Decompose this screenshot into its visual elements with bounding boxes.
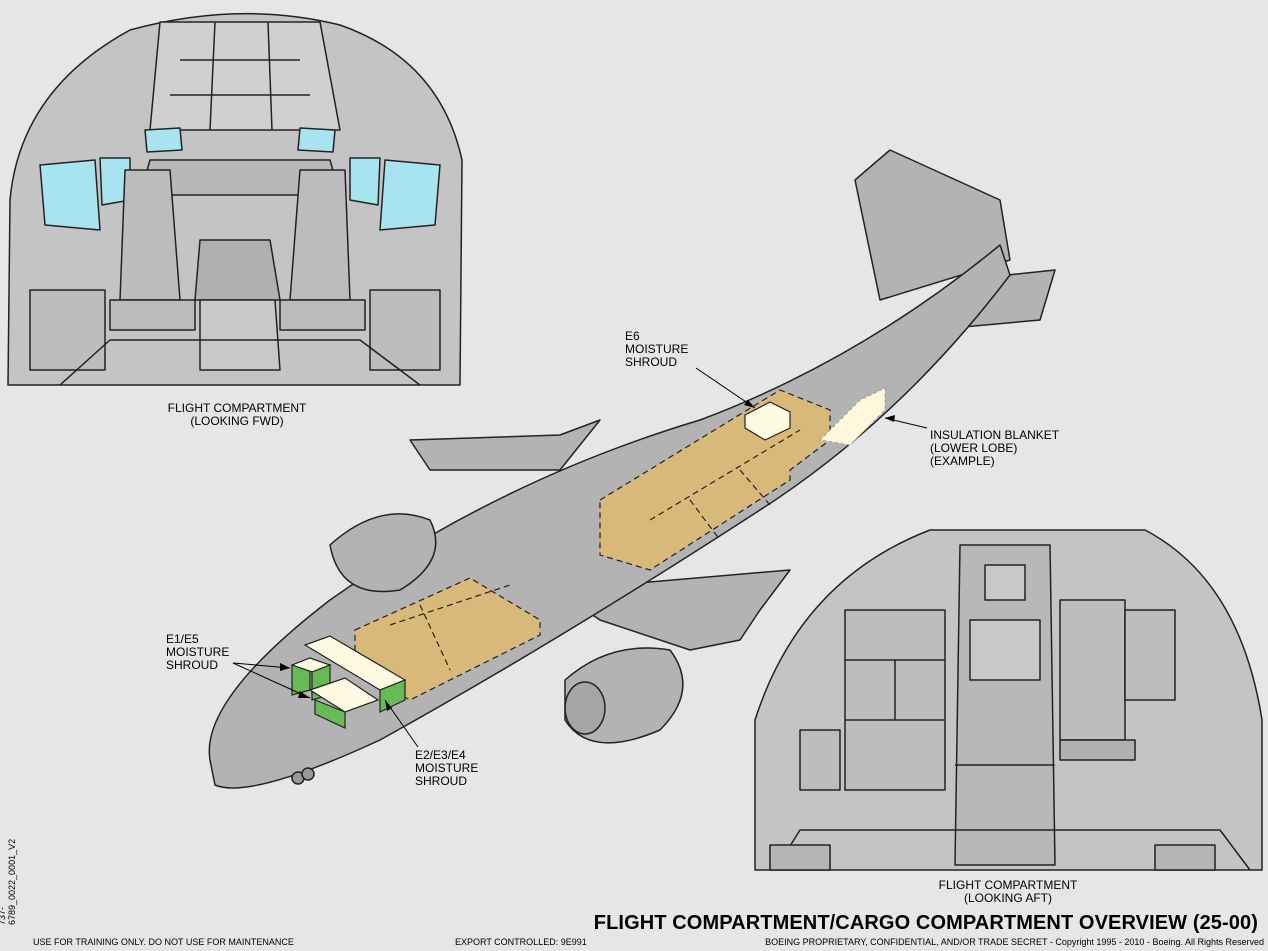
avionics-moisture-shrouds [290,635,407,729]
insulation-blanket-label: INSULATION BLANKET (LOWER LOBE) (EXAMPLE… [930,428,1060,468]
e1-e5-label: E1/E5 MOISTURE SHROUD [166,632,230,672]
flight-compartment-aft-view [754,529,1263,871]
e6-label: E6 MOISTURE SHROUD [625,329,689,369]
export-notice: EXPORT CONTROLLED: 9E991 [455,937,587,947]
e2-e3-e4-label: E2/E3/E4 MOISTURE SHROUD [415,748,479,788]
page-title: FLIGHT COMPARTMENT/CARGO COMPARTMENT OVE… [593,912,1258,934]
fwd-view-caption: FLIGHT COMPARTMENT (LOOKING FWD) [167,401,307,428]
training-notice: USE FOR TRAINING ONLY. DO NOT USE FOR MA… [33,937,294,947]
figure-id: 737-6789_0022_0001_V2 [0,838,17,925]
arrowhead [744,400,755,408]
aft-view-caption: FLIGHT COMPARTMENT (LOOKING AFT) [938,878,1078,905]
insulation-blanket [818,387,886,446]
e6-moisture-shroud [744,401,791,441]
arrowhead [385,700,392,711]
arrowhead [280,663,290,671]
arrowhead [298,691,310,698]
copyright-notice: BOEING PROPRIETARY, CONFIDENTIAL, AND/OR… [765,937,1264,947]
flight-compartment-fwd-view [7,12,463,386]
arrowhead [885,415,895,422]
